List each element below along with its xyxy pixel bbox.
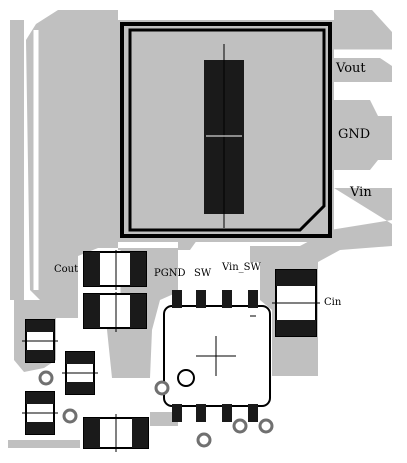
copper-pour-top-right — [334, 10, 392, 52]
resistor-r3 — [22, 391, 58, 435]
vout-trace — [334, 58, 392, 82]
copper-strip-left-edge — [10, 20, 24, 300]
ic-pin1-marker — [177, 369, 195, 387]
label-vin-sw: Vin_SW — [221, 262, 262, 273]
ic-pins-top — [172, 290, 258, 308]
via-3 — [154, 380, 170, 396]
label-vin: Vin — [349, 185, 372, 200]
label-cout: Cout — [54, 264, 78, 275]
bottom-trace-1 — [8, 440, 80, 448]
bottom-trace-2 — [150, 412, 178, 426]
inductor-outline — [120, 22, 332, 238]
cout-capacitor-bottom — [83, 292, 147, 332]
label-vout: Vout — [335, 61, 366, 76]
via-1 — [38, 370, 54, 386]
inductor-pad — [204, 44, 244, 228]
label-sw: SW — [194, 268, 212, 279]
via-5 — [232, 418, 248, 434]
resistor-r1 — [22, 319, 58, 363]
vin-trace — [250, 188, 392, 262]
cout-capacitor-top — [83, 250, 147, 290]
vias — [38, 370, 274, 448]
resistor-r2 — [62, 351, 98, 395]
cin-capacitor — [272, 269, 320, 337]
gnd-trace — [334, 100, 392, 170]
label-cin: Cin — [324, 297, 342, 308]
via-6 — [258, 418, 274, 434]
copper-pour-left — [26, 10, 118, 300]
via-4 — [196, 432, 212, 448]
capacitor-c-bottom — [83, 414, 149, 452]
label-gnd: GND — [338, 127, 370, 142]
ic-pins-bottom — [172, 404, 258, 422]
via-2 — [62, 408, 78, 424]
ic-package — [163, 305, 271, 407]
label-pgnd: PGND — [154, 268, 185, 279]
